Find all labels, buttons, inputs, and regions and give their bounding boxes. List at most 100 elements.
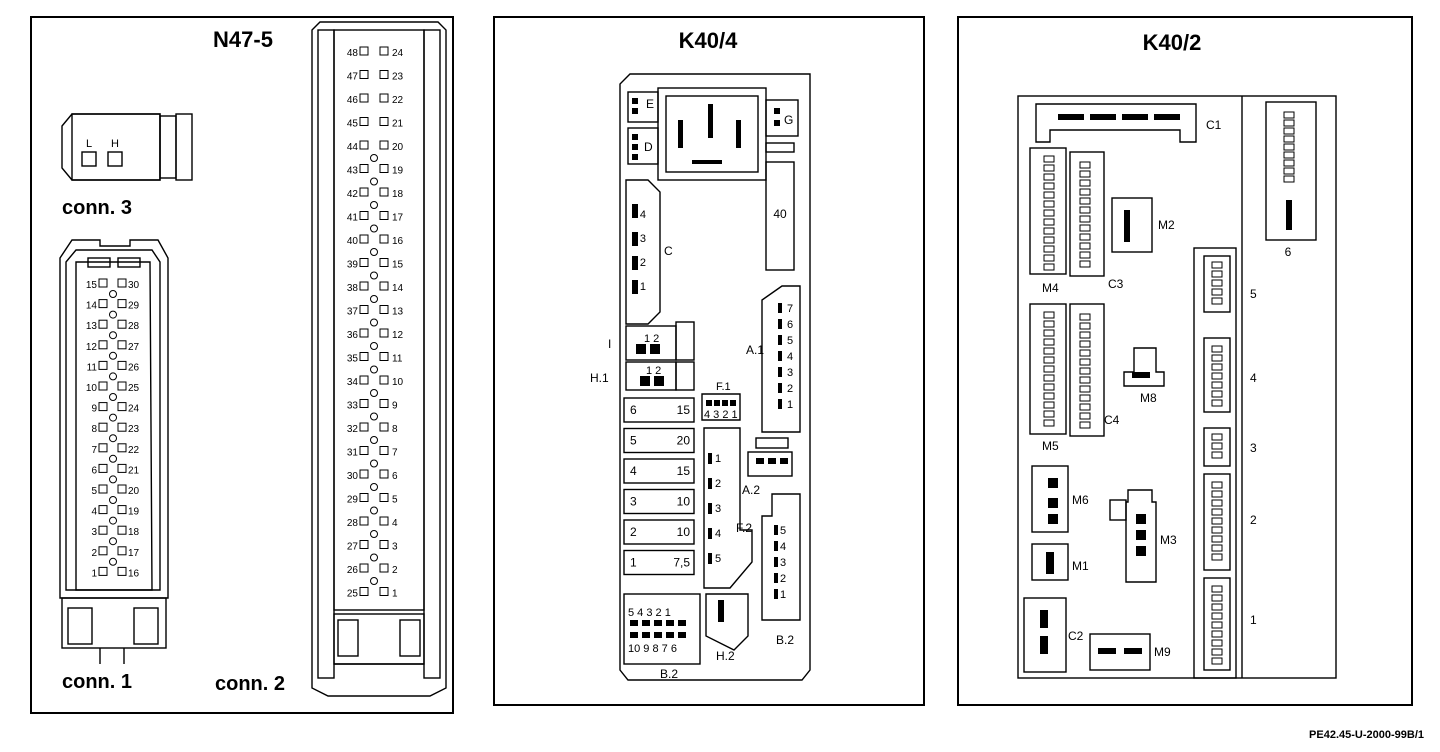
conn1-connector: [59, 239, 169, 664]
conn2-pin-hole: [370, 530, 378, 538]
conn2-pin-label: 6: [392, 471, 398, 482]
conn2-pin-hole: [370, 224, 378, 233]
conn1-pin-hole: [109, 372, 117, 381]
conn2-pin: [359, 540, 369, 549]
label-m2: M2: [1158, 218, 1175, 232]
connector-m5-pin: [1043, 410, 1055, 418]
connector-m4-pin: [1043, 200, 1055, 208]
label-f2: F.2: [736, 521, 752, 535]
conn2-pin: [359, 399, 369, 408]
connector-c3-pin: [1079, 197, 1091, 205]
connector-c4-pin: [1079, 403, 1091, 411]
conn1-pin-hole: [109, 516, 117, 525]
conn2-pin: [359, 587, 369, 596]
conn2-pin: [379, 540, 389, 549]
connector-m4-pin: [1043, 173, 1055, 181]
connector-c3-pin: [1079, 224, 1091, 232]
conn1-pin-label: 24: [128, 404, 140, 415]
k40-4-title: K40/4: [679, 28, 738, 53]
panel-n47-5-frame: [30, 16, 454, 714]
connector-1-pin: [1211, 657, 1223, 665]
conn1-pin-label: 10: [86, 383, 98, 394]
connector-c4-pin: [1079, 340, 1091, 348]
fuse-slot-label: 5: [630, 434, 637, 448]
conn1-pin-label: 4: [91, 507, 97, 518]
conn1-pin-label: 29: [128, 301, 140, 312]
conn2-pin: [379, 93, 389, 103]
conn1-pin-label: 2: [91, 548, 97, 559]
conn2-pin: [379, 117, 389, 126]
connector-5-pin: [1211, 288, 1223, 296]
n47-title: N47-5: [213, 27, 273, 52]
conn1-pin: [98, 402, 108, 412]
conn2-pin-hole: [370, 553, 378, 562]
connector-a1-pin: [778, 383, 782, 393]
connector-m4-pin: [1043, 182, 1055, 190]
conn1-pin-label: 9: [91, 404, 97, 415]
conn1-pin: [117, 422, 127, 432]
conn1-pin: [98, 546, 108, 556]
connector-5-pin: [1211, 261, 1223, 269]
conn2-pin: [359, 516, 369, 526]
conn2-pin: [379, 164, 389, 173]
conn2-pin: [379, 446, 389, 455]
conn2-pin-label: 41: [347, 213, 359, 224]
conn1-pin-label: 27: [128, 342, 140, 353]
connector-a1-pin-label: 3: [787, 367, 793, 379]
connector-2-pin: [1211, 553, 1223, 561]
conn1-pin-label: 12: [86, 342, 98, 353]
conn2-pin-label: 16: [392, 236, 404, 247]
connector-1-pin: [1211, 639, 1223, 647]
connector-m5-pin: [1043, 329, 1055, 337]
connector-c4-pin: [1079, 394, 1091, 402]
conn2-pin: [379, 587, 389, 596]
connector-c4-pin: [1079, 313, 1091, 321]
conn1-pin-label: 7: [91, 445, 97, 456]
connector-c3-pin: [1079, 161, 1091, 169]
conn2-pin: [359, 493, 369, 502]
label-b2-top-pins: 5 4 3 2 1: [628, 607, 671, 619]
fuse-amps-label: 7,5: [673, 556, 690, 570]
connector-4-pin: [1211, 363, 1223, 371]
connector-b2-pin: [774, 573, 778, 583]
conn2-pin: [379, 352, 389, 361]
label-i-pins: 1 2: [644, 333, 659, 345]
connector-6-pin: [1283, 135, 1295, 143]
conn2-pin: [379, 516, 389, 526]
connector-m4-pin: [1043, 218, 1055, 226]
connector-c-pin-label: 2: [640, 257, 646, 269]
label-b2-right: B.2: [776, 633, 794, 647]
connector-f2-pin-label: 4: [715, 528, 721, 540]
conn1-pin-hole: [109, 454, 117, 463]
conn2-pin-label: 27: [347, 542, 359, 553]
conn2-pin-hole: [370, 577, 378, 585]
connector-c3-pin: [1079, 260, 1091, 268]
connector-f2-pin-label: 1: [715, 453, 721, 465]
connector-m4-pin: [1043, 155, 1055, 163]
conn1-pin: [117, 299, 127, 309]
conn2-pin: [359, 446, 369, 455]
connector-c4-pin: [1079, 322, 1091, 330]
connector-b2-pin-label: 4: [780, 541, 786, 553]
connector-m5-pin: [1043, 338, 1055, 346]
footer-code: PE42.45-U-2000-99B/1: [1309, 729, 1424, 741]
conn2-pin-label: 43: [347, 166, 359, 177]
connector-b2-pin-label: 3: [780, 557, 786, 569]
conn2-pin-hole: [370, 318, 378, 327]
label-a2: A.2: [742, 483, 760, 497]
label-m3: M3: [1160, 533, 1177, 547]
conn2-pin: [359, 305, 369, 314]
conn1-pin: [98, 340, 108, 350]
conn2-connector: [311, 21, 447, 697]
connector-4-pin: [1211, 390, 1223, 398]
connector-m4-pin: [1043, 236, 1055, 244]
conn2-pin: [379, 46, 389, 56]
conn2-pin-label: 24: [392, 48, 404, 59]
conn2-pin-label: 12: [392, 330, 404, 341]
connector-m5-pin: [1043, 392, 1055, 400]
conn2-pin: [379, 258, 389, 267]
fuse-cell: [623, 488, 695, 515]
conn2-pin: [359, 328, 369, 338]
connector-1-pin: [1211, 621, 1223, 629]
